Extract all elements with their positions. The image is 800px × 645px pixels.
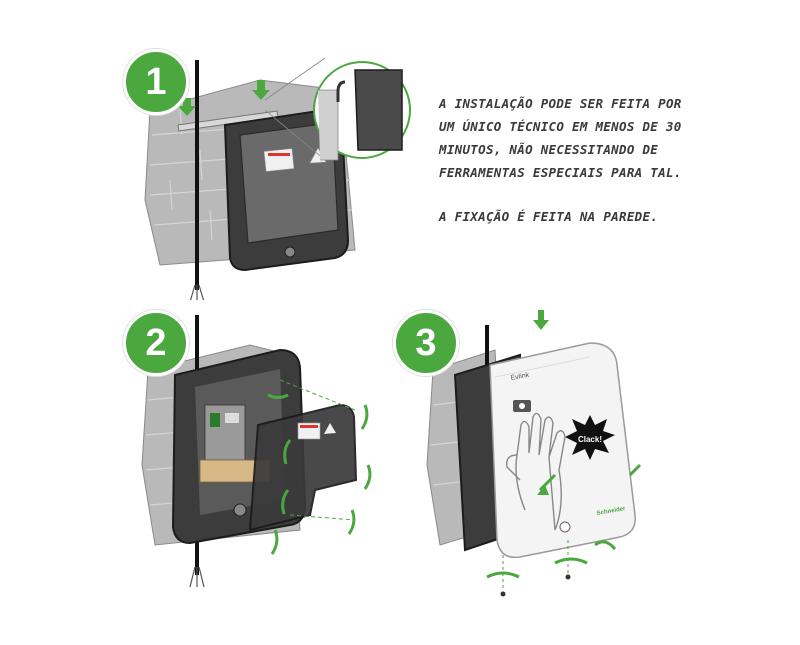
evlink-front-cover: Evlink Clack! Schneider (489, 342, 636, 559)
front-cover (248, 403, 358, 532)
hand-outline (506, 412, 566, 531)
step-2-illustration (141, 315, 372, 588)
step-3-illustration: Evlink Clack! Schneider (426, 310, 642, 597)
step-1-badge: 1 (123, 49, 189, 115)
screw-icons (486, 540, 617, 597)
instruction-text: A INSTALAÇÃO PODE SER FEITA POR UM ÚNICO… (439, 92, 739, 249)
instruction-paragraph-1: A INSTALAÇÃO PODE SER FEITA POR UM ÚNICO… (439, 96, 682, 180)
step-3-badge: 3 (393, 310, 459, 376)
brand-label: Evlink (510, 372, 530, 382)
down-arrows (178, 80, 270, 116)
clack-burst: Clack! (565, 415, 615, 460)
connector-icon (513, 400, 531, 412)
clack-label: Clack! (578, 435, 602, 444)
instruction-paragraph-2: A FIXAÇÃO É FEITA NA PAREDE. (439, 209, 659, 224)
maker-label: Schneider (596, 506, 626, 517)
step-2-badge: 2 (123, 310, 189, 376)
push-arrows (533, 310, 642, 495)
detail-zoom-callout (264, 57, 411, 161)
step-1-illustration (144, 57, 411, 300)
screw-arrows (267, 393, 372, 555)
